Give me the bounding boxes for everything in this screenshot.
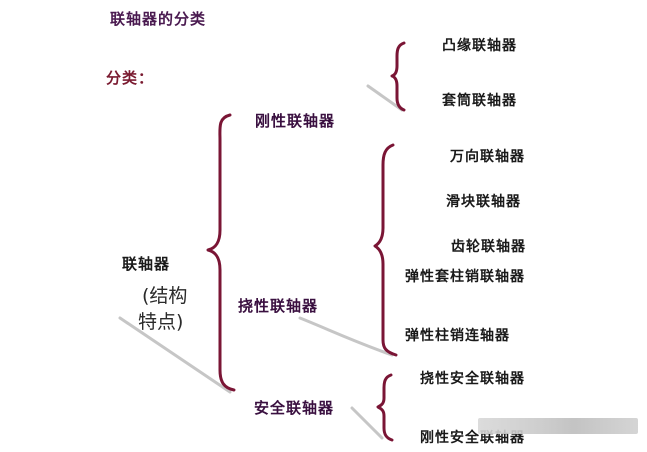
rigid-brace-shadow [366,84,404,112]
watermark-blur [478,418,638,434]
page-title: 联轴器的分类 [110,10,207,28]
flexible-brace [373,143,398,357]
leaf-gear-coupling: 齿轮联轴器 [451,239,526,255]
root-label: 联轴器 [122,255,171,273]
category-flexible: 挠性联轴器 [238,297,319,315]
leaf-flexible-safety-coupling: 挠性安全联轴器 [420,371,525,387]
leaf-rigid-safety-coupling: 刚性安全联轴器 [420,430,525,446]
safety-brace [376,373,394,442]
leaf-slider-coupling: 滑块联轴器 [446,194,521,210]
leaf-sleeve-coupling: 套筒联轴器 [442,93,517,109]
section-subtitle: 分类： [106,69,155,87]
leaf-elastic-sleeve-pin-coupling: 弹性套柱销联轴器 [405,269,525,285]
root-note-line1: (结构 [142,285,188,307]
flexible-brace-shadow [298,316,394,357]
category-safety: 安全联轴器 [254,399,335,417]
safety-brace-shadow [350,406,384,440]
rigid-brace [390,41,406,112]
category-rigid: 刚性联轴器 [255,112,336,130]
root-brace [206,113,236,392]
leaf-elastic-pin-coupling: 弹性柱销连轴器 [405,328,510,344]
root-note-line2: 特点) [138,311,184,333]
leaf-universal-coupling: 万向联轴器 [450,149,525,165]
leaf-flange-coupling: 凸缘联轴器 [442,38,517,54]
